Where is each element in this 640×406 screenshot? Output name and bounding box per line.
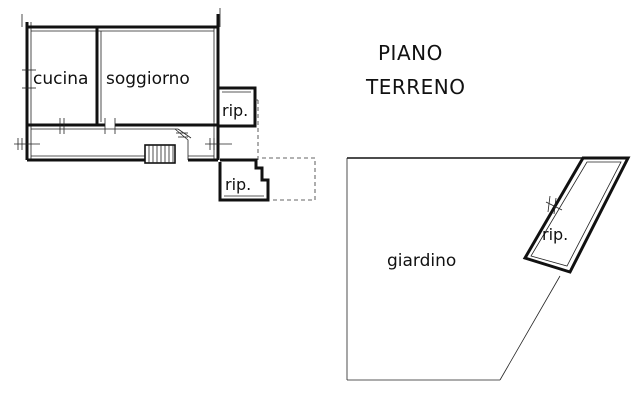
house-block [14, 8, 232, 162]
storage-garden-label: rip. [542, 225, 568, 244]
kitchen-label: cucina [33, 69, 88, 89]
storage-upper-label: rip. [222, 101, 248, 120]
storage-lower-label: rip. [225, 175, 251, 194]
title-line-2: TERRENO [365, 75, 466, 99]
garden-label: giardino [387, 251, 456, 271]
title-line-1: PIANO [378, 41, 443, 65]
storage-garden [522, 156, 631, 274]
living-room-label: soggiorno [106, 69, 190, 89]
storage-upper [213, 86, 259, 160]
storage-lower [218, 157, 316, 202]
staircase [144, 128, 192, 164]
